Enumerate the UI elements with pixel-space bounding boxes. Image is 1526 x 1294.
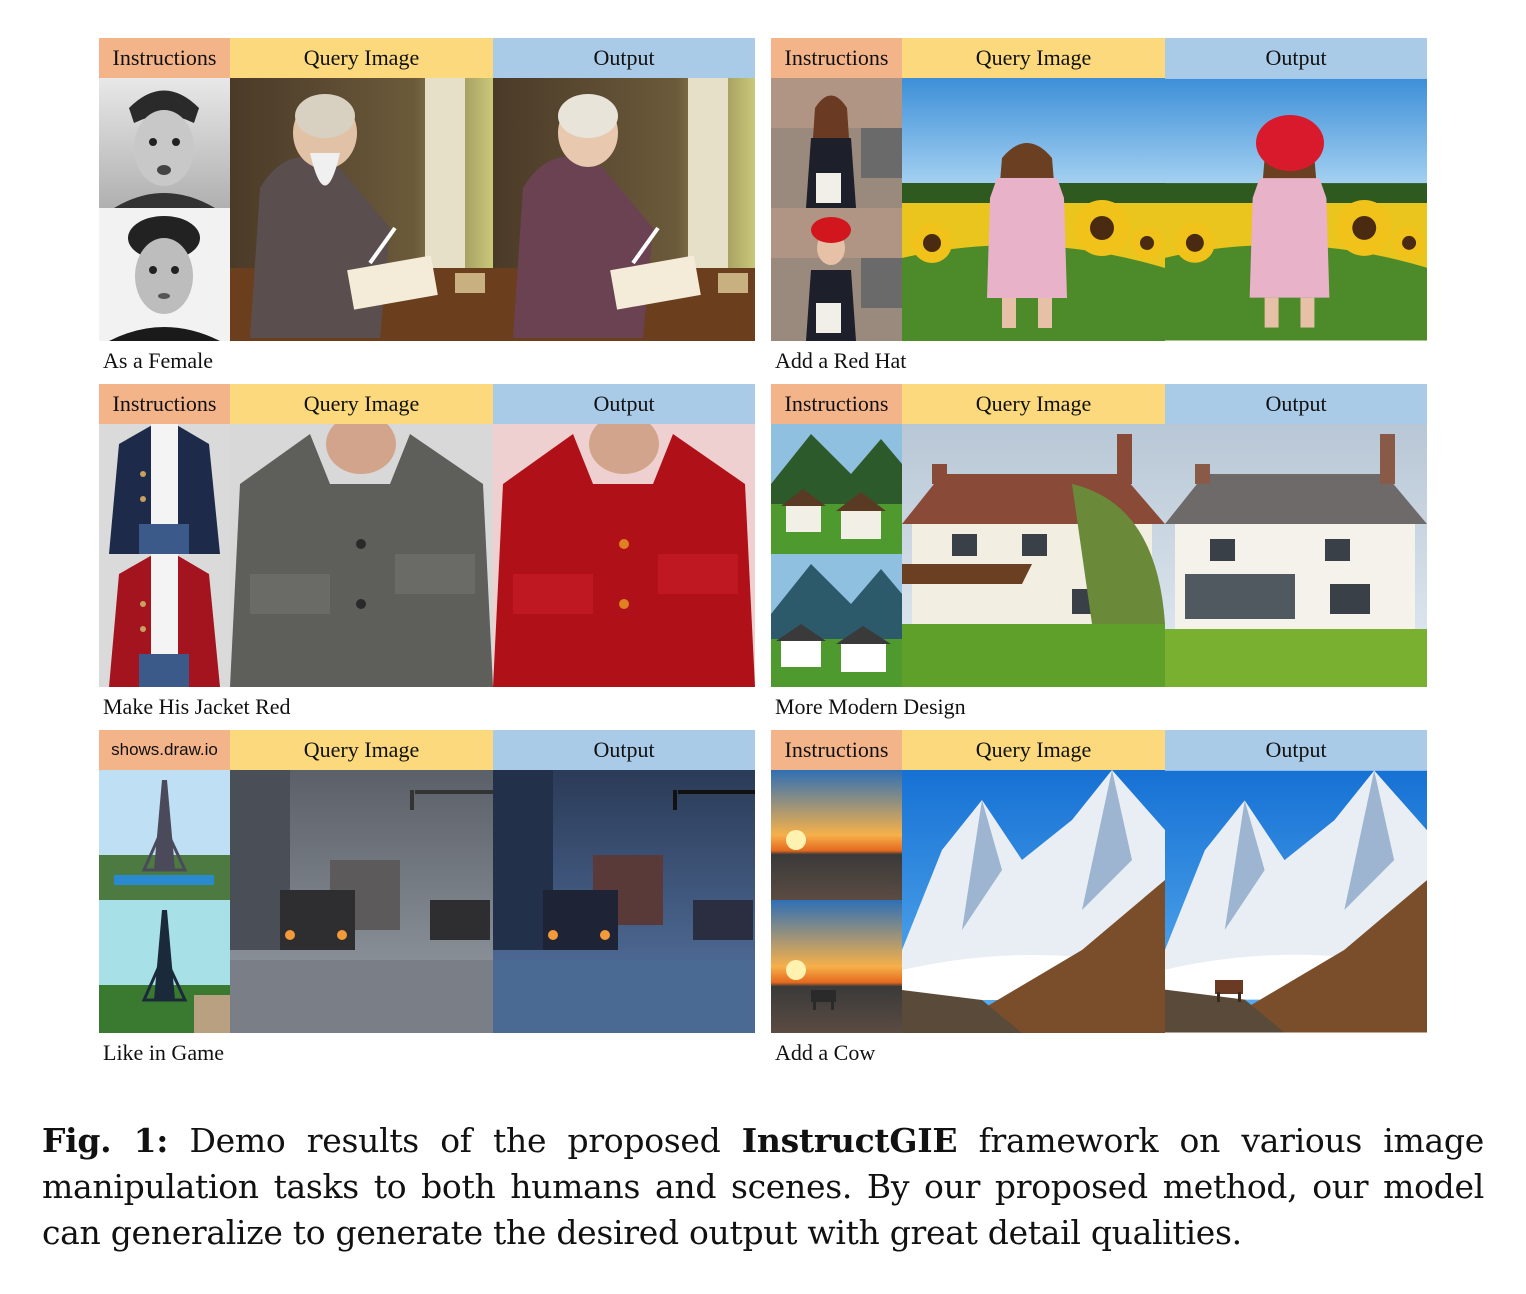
query-image — [902, 424, 1165, 687]
instructions-header: Instructions — [99, 38, 230, 78]
output-header: Output — [493, 384, 755, 424]
figure-grid: Instructions Query Image Output As a Fem… — [99, 38, 1427, 1072]
instruction-caption: More Modern Design — [775, 694, 966, 719]
query-image-header: Query Image — [902, 38, 1165, 78]
panel-like-in-game: shows.draw.io Query Image Output Like in… — [99, 730, 755, 1072]
query-image-header: Query Image — [902, 730, 1165, 770]
instruction-example-before — [99, 424, 230, 554]
query-image — [902, 770, 1165, 1033]
instruction-example-after — [771, 900, 902, 1033]
instruction-caption: Add a Cow — [775, 1040, 876, 1065]
instruction-example-after — [99, 208, 230, 341]
instruction-example-after — [99, 554, 230, 687]
instruction-caption: Like in Game — [103, 1040, 224, 1065]
instruction-example-before — [771, 424, 902, 554]
query-image — [230, 770, 493, 1033]
instruction-example-before — [771, 78, 902, 208]
query-image — [230, 78, 493, 341]
panel-make-his-jacket-red: Instructions Query Image Output Make His… — [99, 384, 755, 726]
caption-text-before: Demo results of the proposed — [189, 1121, 721, 1160]
instruction-example-after — [771, 208, 902, 341]
output-image — [1165, 770, 1427, 1033]
framework-name: InstructGIE — [741, 1121, 958, 1160]
panel-more-modern-design: Instructions Query Image Output More Mod… — [771, 384, 1427, 726]
query-image — [902, 78, 1165, 341]
instruction-example-before — [99, 770, 230, 900]
query-image-header: Query Image — [230, 38, 493, 78]
instructions-header: shows.draw.io — [99, 730, 230, 770]
output-header: Output — [1165, 384, 1427, 424]
instructions-header: Instructions — [99, 384, 230, 424]
query-image-header: Query Image — [230, 730, 493, 770]
output-image — [493, 424, 755, 687]
instruction-caption: As a Female — [103, 348, 213, 373]
instruction-example-after — [99, 900, 230, 1033]
instruction-caption: Make His Jacket Red — [103, 694, 291, 719]
instruction-caption: Add a Red Hat — [775, 348, 907, 373]
instruction-example-before — [99, 78, 230, 208]
figure-caption: Fig. 1: Demo results of the proposed Ins… — [42, 1118, 1484, 1256]
output-image — [493, 78, 755, 341]
instruction-example-before — [771, 770, 902, 900]
instructions-header: Instructions — [771, 384, 902, 424]
panel-as-a-female: Instructions Query Image Output As a Fem… — [99, 38, 755, 380]
output-image — [1165, 424, 1427, 687]
output-header: Output — [493, 730, 755, 770]
instructions-header: Instructions — [771, 730, 902, 770]
panel-add-a-red-hat: Instructions Query Image Output Add a Re… — [771, 38, 1427, 380]
query-image-header: Query Image — [902, 384, 1165, 424]
output-header: Output — [1165, 730, 1427, 770]
instructions-header: Instructions — [771, 38, 902, 78]
output-header: Output — [1165, 38, 1427, 78]
query-image — [230, 424, 493, 687]
output-image — [493, 770, 755, 1033]
output-header: Output — [493, 38, 755, 78]
panel-add-a-cow: Instructions Query Image Output Add a Co… — [771, 730, 1427, 1072]
instruction-example-after — [771, 554, 902, 687]
figure-label: Fig. 1: — [42, 1121, 169, 1160]
output-image — [1165, 78, 1427, 341]
caption-text-after: framework on various image manipulation … — [42, 1121, 1484, 1252]
query-image-header: Query Image — [230, 384, 493, 424]
